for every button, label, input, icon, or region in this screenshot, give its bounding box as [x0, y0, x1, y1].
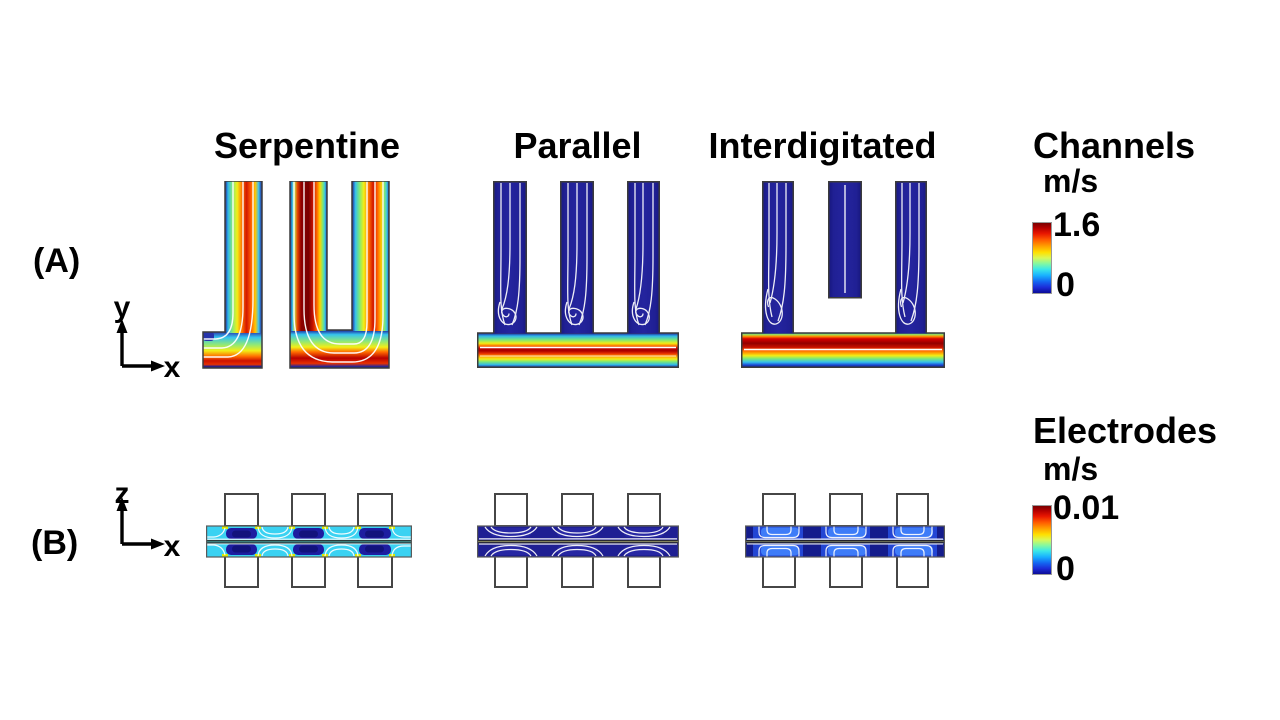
z-axis-arrowhead — [116, 497, 128, 511]
column-title-parallel: Parallel — [513, 125, 642, 166]
electrodes-colorbar-title: Electrodes — [1033, 410, 1218, 451]
channels-colorbar-min: 0 — [1056, 266, 1075, 304]
axis-a-horizontal-label: x — [163, 351, 181, 384]
column-title-interdigitated: Interdigitated — [708, 125, 937, 166]
channels-colorbar-title: Channels — [1033, 125, 1196, 166]
electrodes-colorbar-unit: m/s — [1043, 451, 1099, 487]
parallel-manifold-channel — [477, 332, 679, 368]
axis-a-vertical-label: y — [113, 291, 131, 324]
interdigitated-inlet-channels — [762, 181, 927, 334]
interdigitated-dead-end-channel — [828, 181, 862, 299]
channels-colorbar-gradient — [1032, 222, 1052, 294]
x-axis-arrowhead — [151, 360, 165, 372]
serpentine-electrode-flow-panel — [206, 493, 412, 588]
streamlines — [203, 181, 254, 358]
electrode-strip — [206, 525, 412, 558]
serpentine-channels-flow-panel — [202, 181, 390, 369]
parallel-vertical-channels — [493, 181, 660, 334]
channel-cross-sections — [224, 493, 393, 588]
streamlines — [293, 181, 384, 363]
serpentine-j-channel — [202, 181, 263, 369]
x-axis-arrowhead — [151, 538, 165, 550]
panel-b-label: (B) — [31, 524, 79, 562]
electrodes-colorbar-gradient — [1032, 505, 1052, 575]
parallel-channels-flow-panel — [477, 181, 679, 368]
channel-cross-sections — [494, 493, 661, 588]
parallel-electrode-flow-panel — [477, 493, 679, 588]
interdigitated-channels-flow-panel — [741, 181, 945, 368]
electrodes-colorbar-max: 0.01 — [1053, 489, 1120, 527]
channels-colorbar-unit: m/s — [1043, 163, 1099, 199]
y-axis-arrowhead — [116, 319, 128, 333]
axis-a-arrows-icon — [116, 319, 165, 372]
streamlines — [206, 526, 412, 557]
electrode-strip — [745, 525, 945, 558]
streamlines — [747, 526, 943, 557]
channels-colorbar-max: 1.6 — [1053, 206, 1101, 244]
interdigitated-electrode-flow-panel — [745, 493, 945, 588]
column-title-serpentine: Serpentine — [213, 125, 401, 166]
axis-b-arrows-icon — [116, 497, 165, 550]
axis-b-horizontal-label: x — [163, 530, 181, 563]
axis-b-vertical-label: z — [114, 477, 130, 510]
serpentine-u-channel — [289, 181, 390, 369]
electrodes-colorbar-min: 0 — [1056, 550, 1075, 588]
streamlines — [479, 526, 677, 557]
electrode-strip — [477, 525, 679, 558]
channel-cross-sections — [762, 493, 929, 588]
panel-a-label: (A) — [33, 242, 81, 280]
